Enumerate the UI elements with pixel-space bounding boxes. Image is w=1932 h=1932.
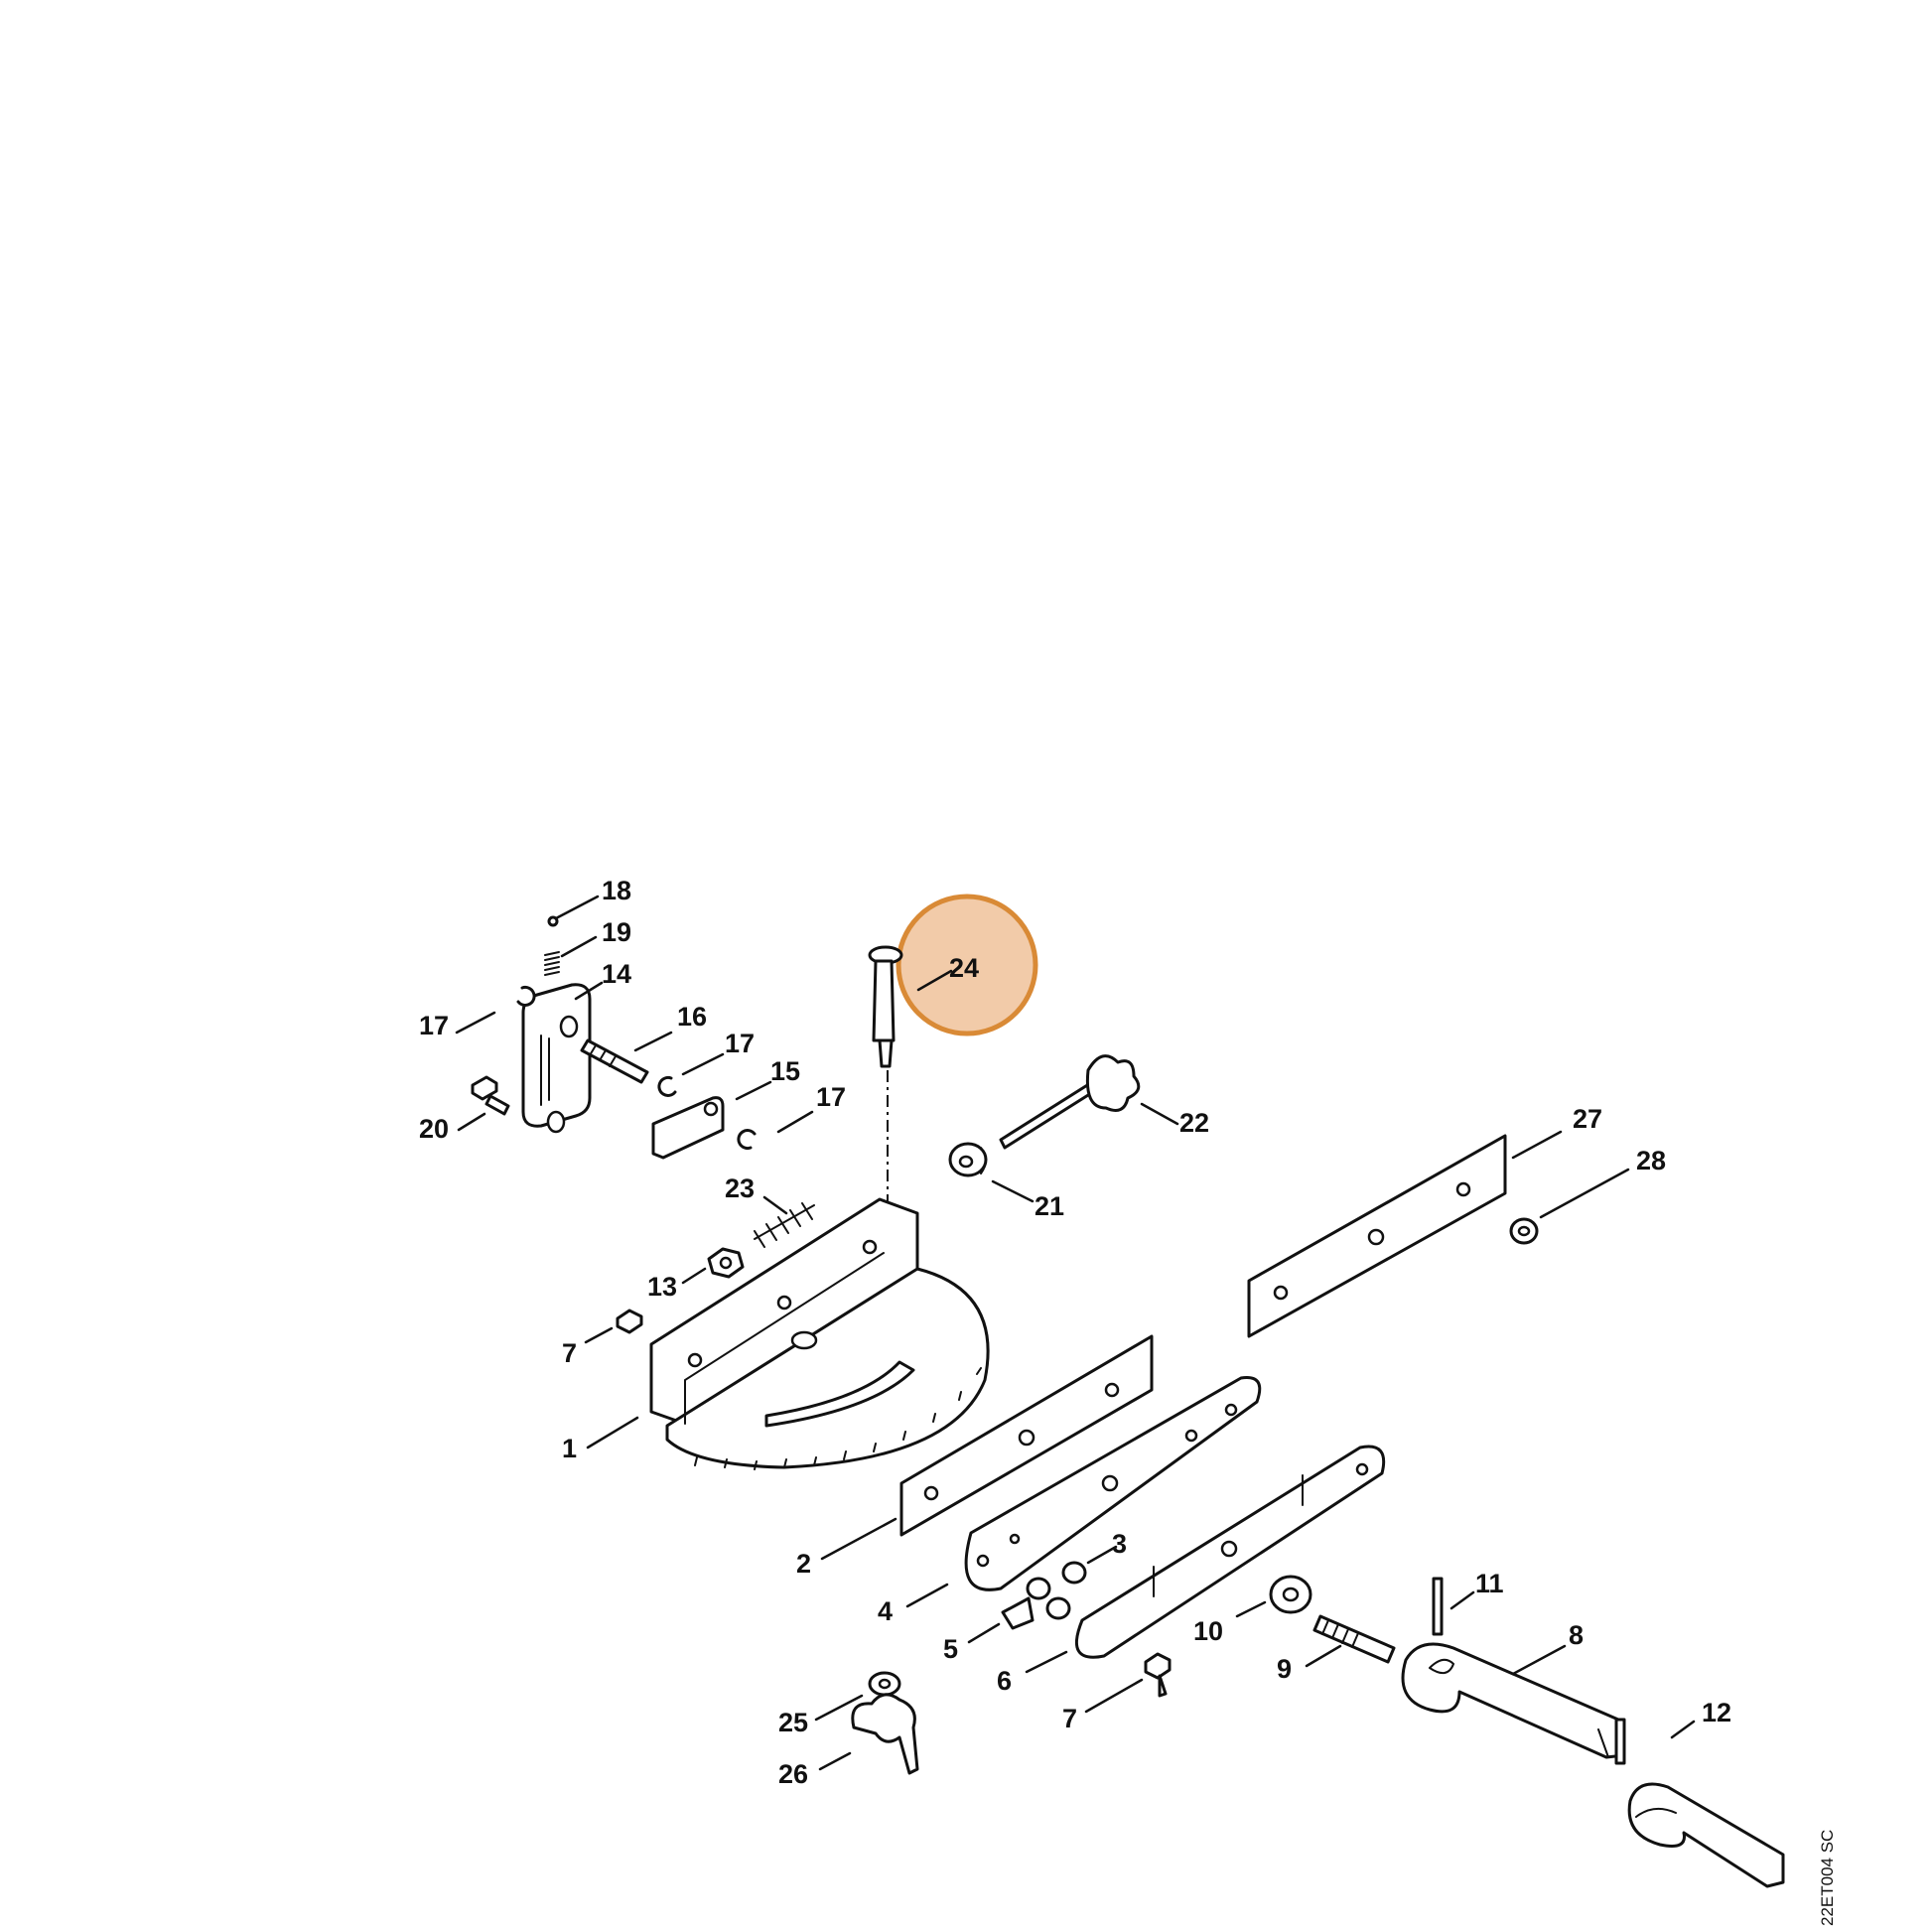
part-25-washer <box>868 1671 901 1697</box>
callout-27[interactable]: 27 <box>1573 1104 1602 1134</box>
callout-15[interactable]: 15 <box>770 1056 800 1086</box>
part-26-wing-nut <box>851 1693 919 1775</box>
drawing-code: 22ET004 SC <box>1818 1830 1837 1926</box>
part-21-nut <box>948 1142 988 1177</box>
callout-16[interactable]: 16 <box>677 1002 707 1032</box>
callout-19[interactable]: 19 <box>602 917 631 947</box>
callout-7-b[interactable]: 7 <box>1062 1704 1077 1733</box>
callout-24[interactable]: 24 <box>949 953 979 983</box>
part-16-pin <box>580 1038 649 1084</box>
part-24-bolt[interactable] <box>868 945 903 1068</box>
part-22-knob-rod <box>999 1054 1141 1150</box>
part-19-spring <box>544 951 560 976</box>
part-13-hex-nut <box>707 1247 745 1279</box>
part-18-ball <box>547 915 559 927</box>
callout-17-b[interactable]: 17 <box>725 1029 755 1058</box>
part-5-shim <box>1001 1596 1035 1630</box>
part-12-handle-end <box>1627 1782 1785 1888</box>
callout-8[interactable]: 8 <box>1569 1620 1584 1650</box>
callouts: 18 19 14 17 16 17 15 17 20 24 22 21 23 1… <box>419 876 1731 1789</box>
part-1-miter-body <box>649 1197 990 1470</box>
callout-20[interactable]: 20 <box>419 1114 449 1144</box>
callout-17-a[interactable]: 17 <box>419 1011 449 1040</box>
part-12-pin <box>1614 1718 1626 1765</box>
callout-7-a[interactable]: 7 <box>562 1338 577 1368</box>
callout-22[interactable]: 22 <box>1179 1108 1209 1138</box>
part-27-bar <box>1247 1134 1507 1338</box>
part-2-bar <box>899 1334 1154 1537</box>
callout-26[interactable]: 26 <box>778 1759 808 1789</box>
callout-11[interactable]: 11 <box>1475 1569 1504 1598</box>
part-14-link-arm <box>521 983 592 1134</box>
part-9-bolt <box>1312 1614 1396 1664</box>
leader-lines <box>455 895 1696 1771</box>
part-23-spring <box>754 1202 815 1248</box>
callout-4[interactable]: 4 <box>878 1596 893 1626</box>
part-10-washer <box>1269 1575 1312 1614</box>
part-4-rail <box>964 1376 1262 1591</box>
part-17-clip-c <box>737 1129 757 1151</box>
callout-9[interactable]: 9 <box>1277 1654 1292 1684</box>
callout-14[interactable]: 14 <box>602 959 631 989</box>
part-7-screw-b <box>1144 1652 1172 1698</box>
callout-1[interactable]: 1 <box>562 1434 577 1463</box>
callout-10[interactable]: 10 <box>1193 1616 1223 1646</box>
callout-12[interactable]: 12 <box>1702 1698 1731 1727</box>
callout-3[interactable]: 3 <box>1112 1529 1127 1559</box>
part-3-washers <box>1026 1561 1087 1620</box>
callout-23[interactable]: 23 <box>725 1173 755 1203</box>
callout-28[interactable]: 28 <box>1636 1146 1666 1175</box>
callout-25[interactable]: 25 <box>778 1708 808 1737</box>
part-17-clip-a <box>516 985 536 1007</box>
callout-6[interactable]: 6 <box>997 1666 1012 1696</box>
part-20-bolt <box>471 1075 510 1116</box>
part-28-washer <box>1509 1217 1539 1245</box>
part-11-pin <box>1432 1577 1444 1636</box>
callout-5[interactable]: 5 <box>943 1634 958 1664</box>
highlight-circle-part-24[interactable] <box>896 894 1038 1036</box>
callout-21[interactable]: 21 <box>1035 1191 1064 1221</box>
part-15-plate <box>651 1096 725 1160</box>
callout-13[interactable]: 13 <box>647 1272 677 1302</box>
part-8-lever <box>1401 1642 1626 1759</box>
part-17-clip-b <box>657 1075 677 1097</box>
part-7-screw-a <box>616 1309 643 1334</box>
callout-18[interactable]: 18 <box>602 876 631 905</box>
part-6-rail <box>1074 1445 1386 1659</box>
callout-2[interactable]: 2 <box>796 1549 811 1579</box>
callout-17-c[interactable]: 17 <box>816 1082 846 1112</box>
